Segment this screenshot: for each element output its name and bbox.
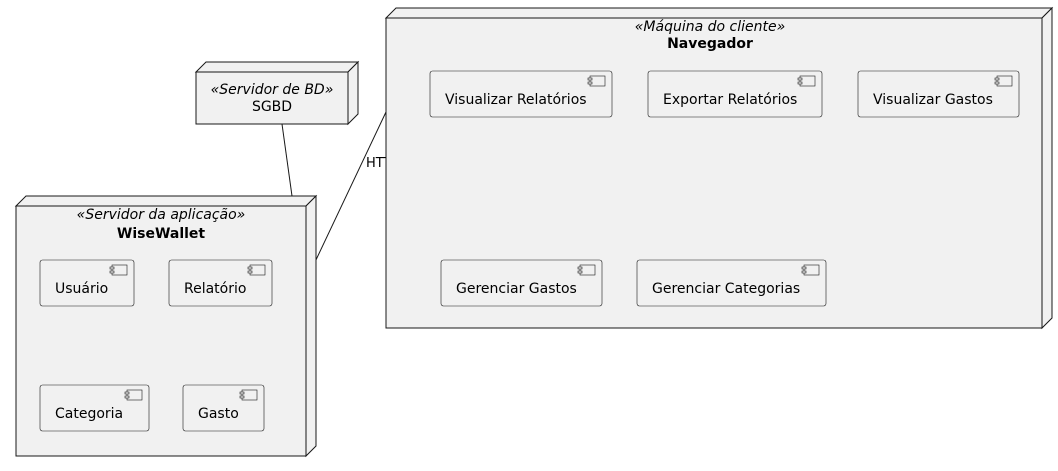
component-exportar-relatorios[interactable]: Exportar Relatórios: [647, 70, 823, 118]
component-label: Usuário: [55, 281, 108, 297]
node-sgbd-name: SGBD: [252, 99, 292, 115]
component-gerenciar-gastos[interactable]: Gerenciar Gastos: [440, 259, 603, 307]
components-layer: Visualizar Relatórios Exportar Relatórios…: [39, 70, 1020, 432]
component-icon: [587, 75, 606, 87]
component-visualizar-gastos[interactable]: Visualizar Gastos: [857, 70, 1020, 118]
component-categoria[interactable]: Categoria: [39, 384, 150, 432]
component-label: Exportar Relatórios: [663, 92, 797, 108]
component-label: Gasto: [198, 406, 239, 422]
component-icon: [797, 75, 816, 87]
component-icon: [109, 264, 128, 276]
component-gasto[interactable]: Gasto: [182, 384, 265, 432]
component-relatorio[interactable]: Relatório: [168, 259, 273, 307]
component-visualizar-relatorios[interactable]: Visualizar Relatórios: [429, 70, 613, 118]
component-icon: [124, 389, 143, 401]
node-sgbd-stereotype: «Servidor de BD»: [211, 82, 334, 98]
node-sgbd[interactable]: «Servidor de BD» SGBD: [194, 60, 360, 126]
connector-wisewallet-navegador: [314, 111, 387, 263]
component-label: Visualizar Relatórios: [445, 92, 587, 108]
component-label: Visualizar Gastos: [873, 92, 993, 108]
component-icon: [577, 264, 596, 276]
node-navegador-name: Navegador: [667, 36, 753, 52]
component-icon: [801, 264, 820, 276]
node-navegador-stereotype: «Máquina do cliente»: [635, 19, 785, 35]
component-label: Relatório: [184, 281, 246, 297]
component-usuario[interactable]: Usuário: [39, 259, 135, 307]
component-label: Categoria: [55, 406, 123, 422]
component-label: Gerenciar Categorias: [652, 281, 800, 297]
node-wisewallet-name: WiseWallet: [117, 226, 206, 242]
component-label: Gerenciar Gastos: [456, 281, 577, 297]
component-icon: [994, 75, 1013, 87]
connector-sgbd-wisewallet: [281, 123, 293, 197]
component-icon: [247, 264, 266, 276]
node-wisewallet-stereotype: «Servidor da aplicação»: [77, 207, 246, 223]
component-icon: [239, 389, 258, 401]
component-gerenciar-categorias[interactable]: Gerenciar Categorias: [636, 259, 827, 307]
